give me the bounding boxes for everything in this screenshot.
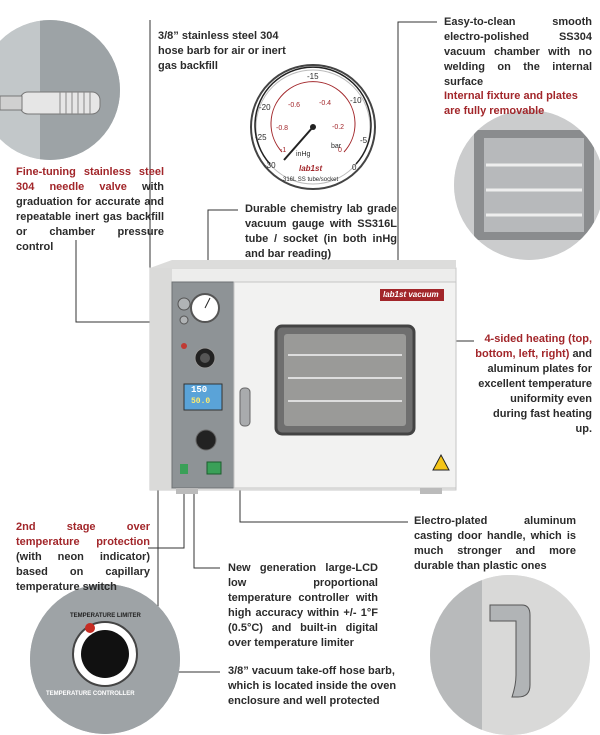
second-stage-highlight: 2nd stage over temperature protection [16, 521, 150, 548]
callout-heating: 4-sided heating (top, bottom, left, righ… [474, 332, 592, 437]
lcd-top-reading: 150 [191, 385, 208, 395]
chamber-interior-photo [454, 110, 600, 260]
gauge-tick-inner-0: 0 [338, 147, 342, 154]
needle-valve-highlight: Fine-tuning stainless steel 304 needle v… [16, 166, 164, 193]
callout-vacuum-gauge: Durable chemistry lab grade vacuum gauge… [245, 203, 397, 260]
limiter-top-label: TEMPERATURE LIMITER [70, 613, 141, 619]
limiter-panel-photo: TEMPERATURE LIMITER TEMPERATURE CONTROLL… [30, 584, 180, 734]
gauge-tick-outer-25: -25 [255, 133, 267, 142]
callout-hose-barb-top: 3/8” stainless steel 304 hose barb for a… [158, 30, 286, 72]
gauge-tube-note: 316L SS tube/socket [283, 177, 339, 183]
gauge-tick-inner-08: -0.8 [276, 125, 289, 132]
callout-second-stage: 2nd stage over temperature protection (w… [16, 520, 150, 595]
door-handle [239, 387, 251, 427]
limiter-dial-icon [30, 584, 180, 734]
brand-plate [380, 289, 444, 301]
gauge-tick-inner-04: -0.4 [319, 100, 332, 107]
gauge-brand: lab1st [299, 164, 323, 173]
gauge-tick-inner-02: -0.2 [332, 124, 345, 131]
gauge-tick-outer-20: -20 [259, 103, 271, 112]
limiter-bottom-label: TEMPERATURE CONTROLLER [46, 691, 135, 697]
gauge-tick-inner-06: -0.6 [288, 102, 301, 109]
callout-easy-clean: Easy-to-clean smooth electro-polished SS… [444, 16, 592, 88]
callout-internal-fixture: Internal fixture and plates are fully re… [444, 90, 578, 117]
needle-valve-description: with graduation for accurate and repeata… [16, 181, 164, 253]
door-handle-photo [430, 575, 590, 735]
lcd-bottom-reading: 50.0 [191, 397, 211, 406]
callout-takeoff-barb: 3/8” vacuum take-off hose barb, which is… [228, 665, 397, 707]
callout-needle-valve: Fine-tuning stainless steel 304 needle v… [16, 165, 164, 255]
chamber-icon [454, 110, 600, 260]
oven-brand-label: lab1st vacuum [383, 290, 439, 299]
gauge-unit-bar: bar [331, 143, 342, 150]
heating-description: and aluminum plates for excellent temper… [478, 348, 592, 435]
gauge-tick-outer-5: -5 [360, 136, 368, 145]
callout-door-handle: Electro-plated aluminum casting door han… [414, 515, 576, 572]
gauge-tick-outer-10: -10 [350, 96, 362, 105]
heating-highlight: 4-sided heating (top, bottom, left, righ… [475, 333, 592, 360]
needle-valve-icon [0, 20, 120, 160]
gauge-tick-outer-0: 0 [352, 163, 357, 172]
gauge-tick-inner-1: -1 [280, 147, 287, 154]
second-stage-description: (with neon indicator) based on capillary… [16, 551, 150, 593]
needle-valve-photo [0, 20, 120, 160]
gauge-tick-outer-30: -30 [264, 161, 276, 170]
door-handle-icon [430, 575, 590, 735]
callout-lcd-controller: New generation large-LCD low proportiona… [228, 562, 378, 649]
warning-icon [432, 453, 450, 471]
gauge-tick-outer-15: -15 [307, 72, 319, 81]
gauge-unit-inhg: inHg [296, 151, 311, 158]
